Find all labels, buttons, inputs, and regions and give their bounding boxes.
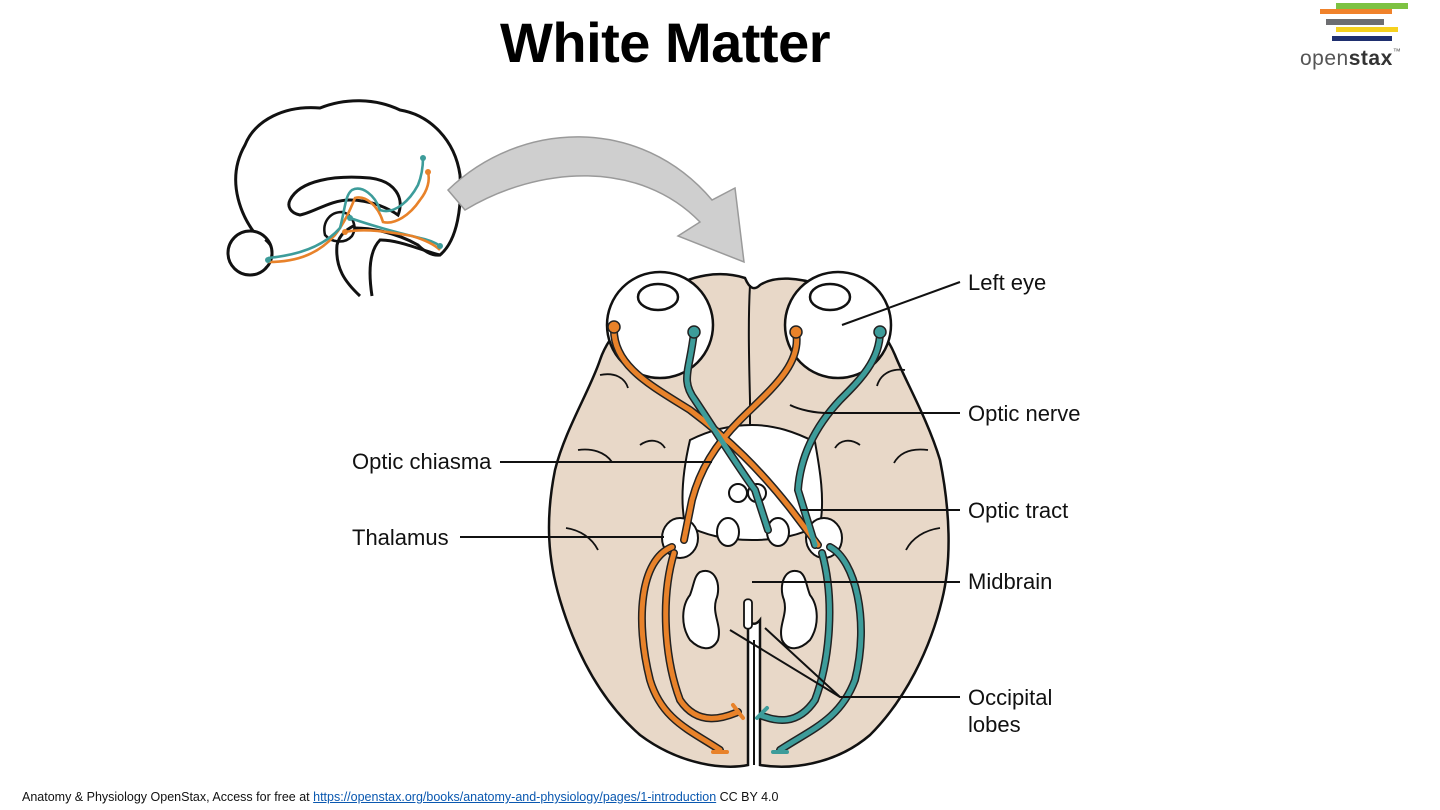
logo-bar-yellow: [1336, 27, 1398, 32]
teal-radiation-1: [777, 544, 864, 753]
logo-tm: ™: [1392, 47, 1402, 56]
sagittal-brainstem: [335, 223, 362, 298]
teal-nerve-2: [795, 329, 883, 548]
leader-left-eye: [841, 281, 961, 326]
sagittal-dot: [342, 229, 348, 235]
nerve-end-dot: [873, 325, 887, 339]
sagittal-dot: [265, 257, 271, 263]
slide-title: White Matter: [500, 11, 831, 74]
longitudinal-fissure: [747, 284, 751, 450]
footer-prefix: Anatomy & Physiology OpenStax, Access fo…: [22, 790, 314, 804]
openstax-logo: [1320, 3, 1408, 41]
attribution-footer: Anatomy & Physiology OpenStax, Access fo…: [22, 790, 778, 804]
logo-text-light: open: [1300, 47, 1349, 70]
label-optic-nerve: Optic nerve: [968, 401, 1081, 426]
logo-bar-gray: [1326, 19, 1384, 25]
radiation-end-cap: [755, 706, 769, 720]
eye-lens-right: [636, 282, 680, 312]
footer-link[interactable]: https://openstax.org/books/anatomy-and-p…: [313, 790, 717, 804]
ventricle-left: [682, 569, 720, 650]
aqueduct: [743, 598, 753, 630]
eye-lens-left: [808, 282, 852, 312]
openstax-wordmark: openstax™: [1300, 47, 1401, 71]
logo-bar-green: [1336, 3, 1408, 9]
sagittal-brain-outline: [234, 99, 462, 297]
leader-occipital-2: [764, 627, 841, 698]
label-thalamus: Thalamus: [352, 525, 449, 550]
teal-radiation-2: [759, 550, 832, 723]
corpus-callosum: [287, 175, 402, 218]
label-optic-chiasma: Optic chiasma: [352, 449, 492, 474]
sagittal-thalamus: [323, 210, 356, 243]
sagittal-dot: [425, 169, 431, 175]
label-midbrain: Midbrain: [968, 569, 1053, 594]
sagittal-orange-path-2: [344, 229, 441, 251]
label-optic-tract: Optic tract: [968, 498, 1069, 523]
leader-optic-nerve: [789, 404, 960, 414]
eyeball-right: [605, 270, 715, 380]
nerve-end-dot: [607, 320, 621, 334]
teal-nerve-1: [684, 329, 771, 533]
label-left-eye: Left eye: [968, 270, 1047, 295]
radiation-end-cap: [731, 703, 745, 720]
sagittal-orange-path: [267, 171, 431, 264]
orange-radiation-1: [639, 544, 723, 753]
logo-bar-orange: [1320, 9, 1392, 14]
inferior-pathways: [607, 320, 887, 754]
sagittal-dot: [437, 243, 443, 249]
label-occipital-lobes-line2: lobes: [968, 712, 1021, 737]
mammillary-body: [728, 483, 748, 503]
orange-nerve-2: [681, 329, 800, 543]
leader-lines: [460, 281, 961, 698]
logo-text-bold: stax: [1348, 47, 1393, 70]
sagittal-teal-path: [267, 157, 425, 260]
sagittal-cerebellum: [354, 226, 441, 257]
sagittal-dot: [420, 155, 426, 161]
label-occipital-lobes-line1: Occipital: [968, 685, 1053, 710]
logo-bar-navy: [1332, 36, 1392, 41]
sagittal-dot: [347, 215, 353, 221]
footer-suffix: CC BY 4.0: [716, 790, 779, 804]
inferior-brain: [547, 270, 950, 768]
sagittal-brain: [226, 99, 462, 298]
ventricle-right: [780, 569, 818, 650]
nerve-end-dot: [789, 325, 803, 339]
lateral-body-left: [716, 517, 740, 547]
sagittal-pathways: [265, 155, 443, 264]
gyri-lines: [565, 368, 941, 551]
orange-radiation-2: [663, 550, 741, 721]
transition-arrow: [446, 136, 745, 264]
sagittal-eye-lens: [264, 239, 274, 269]
orange-nerve-1: [611, 324, 821, 548]
nerve-end-dot: [687, 325, 701, 339]
